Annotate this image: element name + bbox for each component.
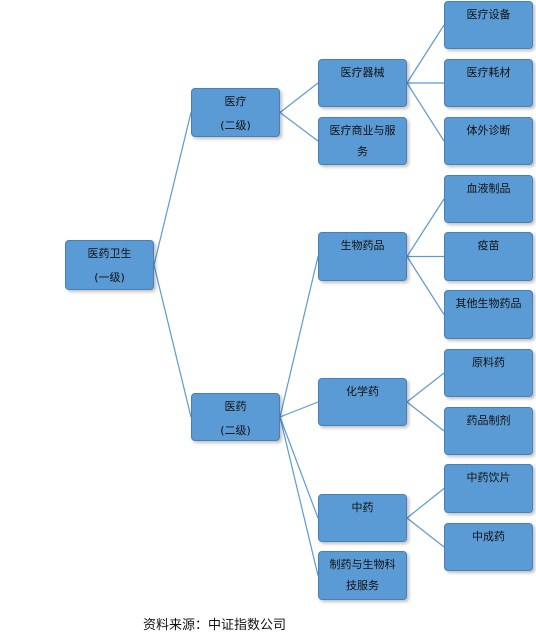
node-vaccines[interactable]: 疫苗 xyxy=(444,232,533,281)
node-medical[interactable]: 医疗 (二级) xyxy=(191,88,280,137)
node-medical-devices-label: 医疗器械 xyxy=(340,66,385,79)
node-medical-services[interactable]: 医疗商业与服 务 xyxy=(318,117,407,165)
connector-root-medical xyxy=(153,112,192,266)
node-biologics-label: 生物药品 xyxy=(340,239,385,252)
node-blood-products[interactable]: 血液制品 xyxy=(444,175,533,223)
node-medical-level: (二级) xyxy=(220,119,251,132)
node-vaccines-label: 疫苗 xyxy=(477,239,500,252)
connector-chem-api xyxy=(406,372,445,403)
node-api-label: 原料药 xyxy=(472,356,505,369)
node-pharma-biotech-services-label-1: 制药与生物科 xyxy=(329,558,396,571)
connector-chem-prep xyxy=(406,401,445,432)
node-tcm-decoction-pieces-label: 中药饮片 xyxy=(466,471,511,484)
node-other-biologics[interactable]: 其他生物药品 xyxy=(444,290,533,339)
connector-devices-ivd xyxy=(406,82,445,142)
source-note: 资料来源：中证指数公司 xyxy=(143,618,287,633)
connector-pharma-tcm xyxy=(279,416,319,519)
node-pharma-biotech-services[interactable]: 制药与生物科 技服务 xyxy=(318,551,407,600)
node-drug-preparations[interactable]: 药品制剂 xyxy=(444,407,533,455)
node-in-vitro-diagnostics-label: 体外诊断 xyxy=(466,124,511,137)
connector-medical-services xyxy=(279,112,319,142)
node-medical-consumables-label: 医疗耗材 xyxy=(466,66,511,79)
node-pharma[interactable]: 医药 (二级) xyxy=(191,393,280,441)
node-other-biologics-label: 其他生物药品 xyxy=(455,297,522,310)
node-tcm-decoction-pieces[interactable]: 中药饮片 xyxy=(444,464,533,513)
node-tcm-label: 中药 xyxy=(351,501,374,514)
node-root[interactable]: 医药卫生 (一级) xyxy=(65,240,154,290)
connector-pharma-bio xyxy=(279,256,319,418)
node-chemical-drugs-label: 化学药 xyxy=(346,385,379,398)
node-root-label: 医药卫生 xyxy=(87,247,132,260)
node-pharma-label: 医药 xyxy=(224,400,247,413)
node-api[interactable]: 原料药 xyxy=(444,349,533,397)
connector-pharma-chem xyxy=(279,401,319,418)
node-chinese-patent-medicine-label: 中成药 xyxy=(472,530,505,543)
node-chinese-patent-medicine[interactable]: 中成药 xyxy=(444,523,533,571)
node-drug-preparations-label: 药品制剂 xyxy=(466,414,511,427)
node-blood-products-label: 血液制品 xyxy=(466,182,511,195)
node-medical-services-label-2: 务 xyxy=(357,145,368,158)
connector-medical-devices xyxy=(279,82,319,113)
node-in-vitro-diagnostics[interactable]: 体外诊断 xyxy=(444,117,533,165)
connector-bio-blood xyxy=(406,198,445,257)
connector-bio-otherbio xyxy=(406,256,445,315)
node-pharma-biotech-services-label-2: 技服务 xyxy=(346,579,379,592)
node-tcm[interactable]: 中药 xyxy=(318,494,407,542)
node-pharma-level: (二级) xyxy=(220,424,251,437)
node-medical-label: 医疗 xyxy=(224,95,247,108)
node-biologics[interactable]: 生物药品 xyxy=(318,232,407,281)
node-medical-services-label-1: 医疗商业与服 xyxy=(329,124,396,137)
node-medical-equipment[interactable]: 医疗设备 xyxy=(444,1,533,49)
connector-tcm-tcmpatent xyxy=(406,517,445,548)
node-medical-devices[interactable]: 医疗器械 xyxy=(318,59,407,107)
node-medical-equipment-label: 医疗设备 xyxy=(466,8,511,21)
connector-devices-equipment xyxy=(406,24,445,84)
connector-tcm-tcmpieces xyxy=(406,488,445,519)
connector-root-pharma xyxy=(153,264,192,418)
connector-pharma-cro xyxy=(279,416,319,576)
node-root-level: (一级) xyxy=(94,271,125,284)
node-medical-consumables[interactable]: 医疗耗材 xyxy=(444,59,533,107)
node-chemical-drugs[interactable]: 化学药 xyxy=(318,378,407,426)
